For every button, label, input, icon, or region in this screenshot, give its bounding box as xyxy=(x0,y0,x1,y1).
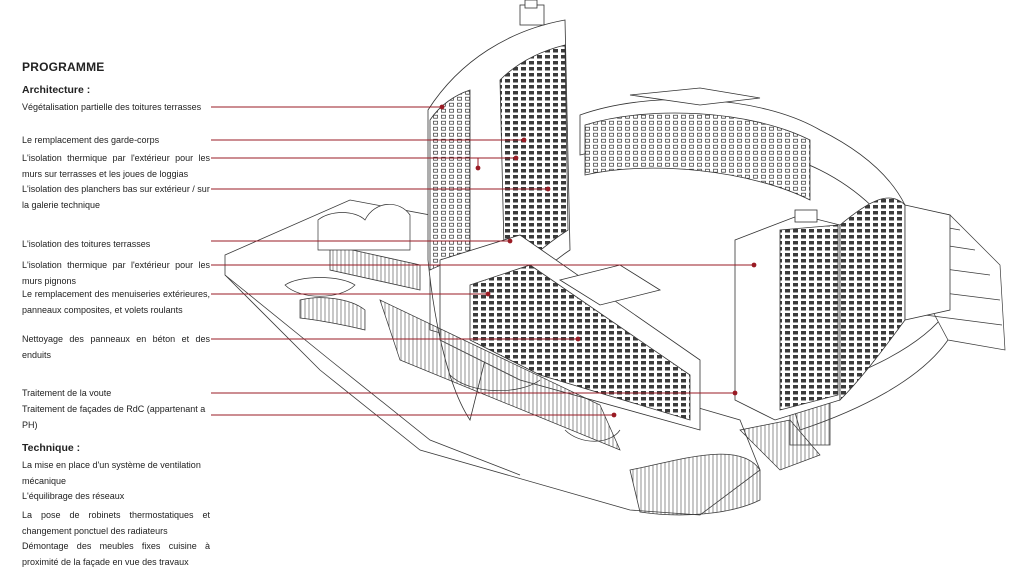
annotation-isolation-pignons: L'isolation thermique par l'extérieur po… xyxy=(22,260,210,286)
leader-dot-isolation-toitures xyxy=(507,238,513,244)
architecture-heading: Architecture : xyxy=(22,84,91,96)
technique-equilibrage: L'équilibrage des réseaux xyxy=(22,491,125,501)
front-walkway xyxy=(379,299,621,451)
annotation-facades-rdc: Traitement de façades de RdC (appartenan… xyxy=(22,404,206,430)
annotation-voute: Traitement de la voute xyxy=(22,388,112,398)
leader-dot-isolation-pignons xyxy=(751,262,757,268)
annotation-isolation-murs-terrasses: L'isolation thermique par l'extérieur po… xyxy=(22,153,210,179)
annotation-vegetalisation: Végétalisation partielle des toitures te… xyxy=(22,102,202,112)
leader-dot-voute xyxy=(732,390,738,396)
technique-meubles: Démontage des meubles fixes cuisine à pr… xyxy=(22,541,210,567)
programme-title: PROGRAMME xyxy=(22,60,105,74)
annotation-garde-corps: Le remplacement des garde-corps xyxy=(22,135,160,145)
back-curved-block xyxy=(579,87,906,251)
leader-dot-isolation-murs-terrasses-2 xyxy=(475,165,481,171)
right-tower xyxy=(734,209,841,421)
technique-ventilation: La mise en place d'un système de ventila… xyxy=(22,460,201,486)
leader-dot-facades-rdc xyxy=(611,412,617,418)
left-pavilions xyxy=(284,203,411,331)
annotation-menuiseries: Le remplacement des menuiseries extérieu… xyxy=(22,289,210,315)
leader-dot-garde-corps xyxy=(521,137,527,143)
annotation-isolation-toitures: L'isolation des toitures terrasses xyxy=(22,239,151,249)
lower-long-block xyxy=(439,234,701,431)
technique-heading: Technique : xyxy=(22,442,81,454)
annotation-nettoyage: Nettoyage des panneaux en béton et des e… xyxy=(22,334,210,360)
leader-dot-nettoyage xyxy=(575,336,581,342)
right-curved-facade xyxy=(839,197,951,401)
leader-dot-vegetalisation xyxy=(439,104,445,110)
entrance-stairs xyxy=(739,419,821,471)
leader-dot-menuiseries xyxy=(485,291,491,297)
annotation-leaders xyxy=(211,104,757,418)
leader-dot-isolation-planchers xyxy=(545,186,551,192)
leader-dot-isolation-murs-terrasses xyxy=(513,155,519,161)
technique-robinets: La pose de robinets thermostatiques et c… xyxy=(22,510,210,536)
annotation-isolation-planchers: L'isolation des planchers bas sur extéri… xyxy=(22,184,210,210)
